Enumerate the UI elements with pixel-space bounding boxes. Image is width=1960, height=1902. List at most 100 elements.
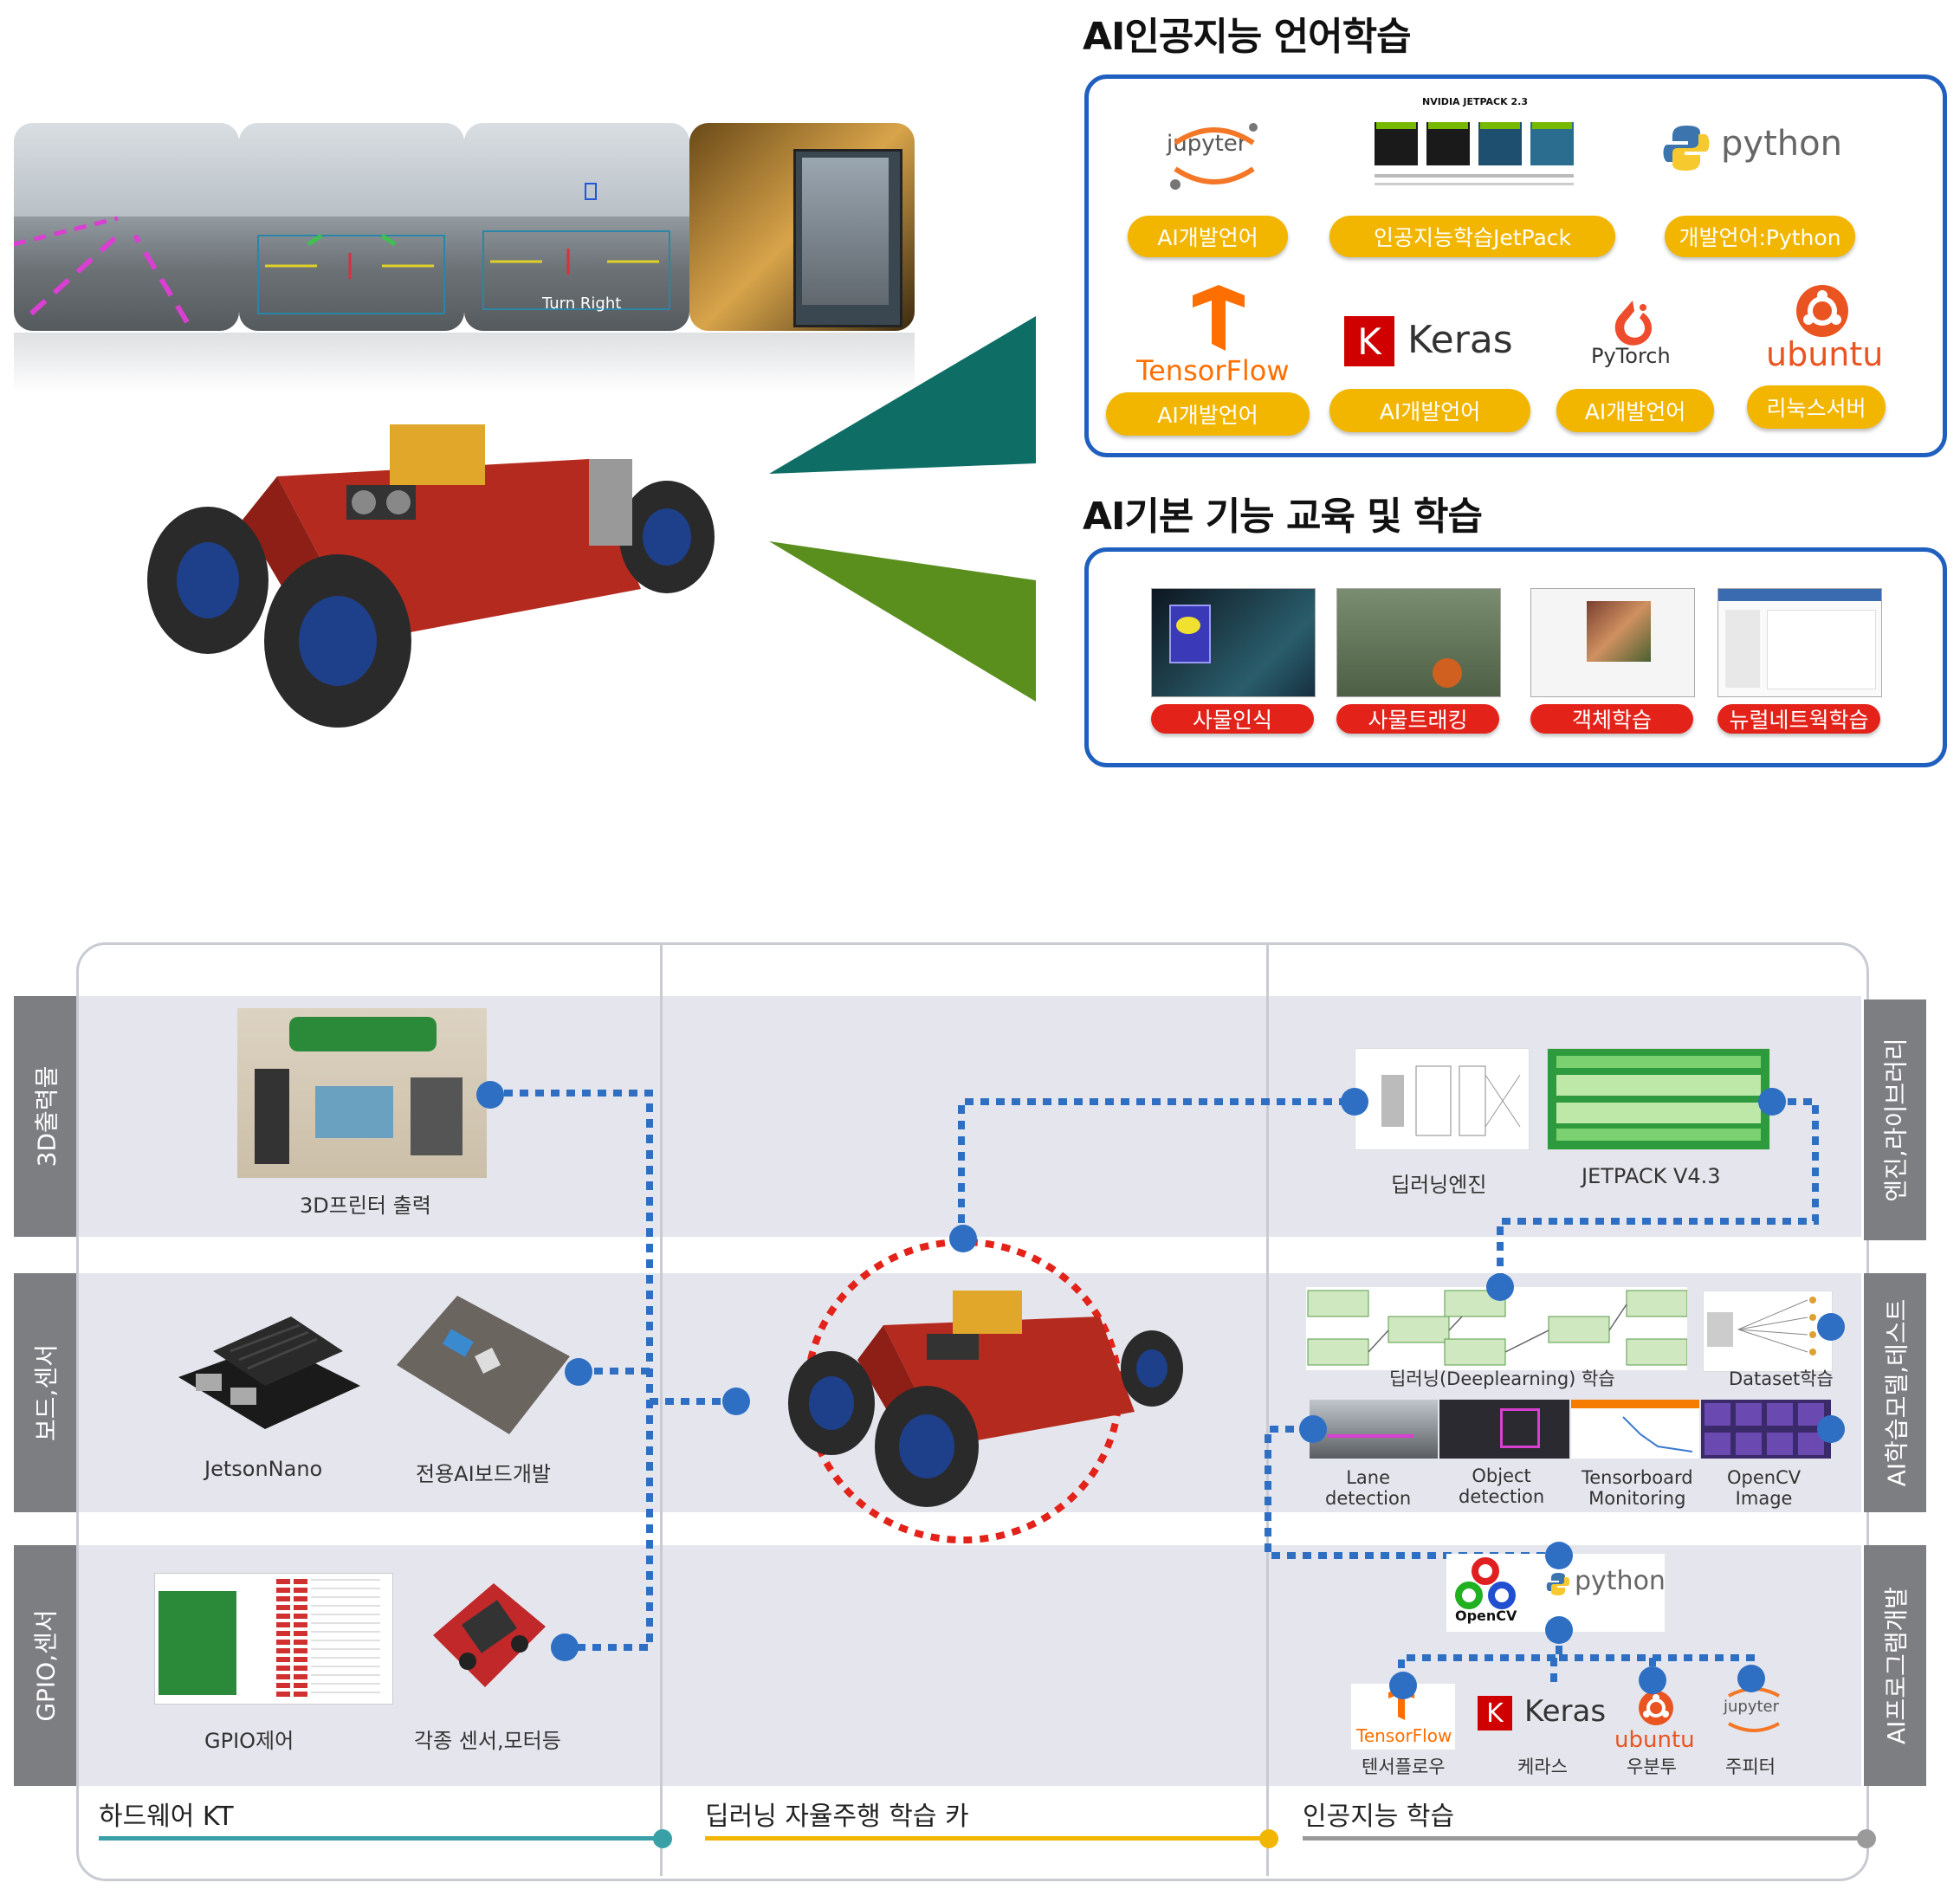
caption-jetson-nano: JetsonNano [204, 1457, 323, 1481]
ubuntu-logo: ubuntu [1766, 335, 1884, 373]
caption-jupyter-kr: 주피터 [1725, 1756, 1776, 1777]
ubuntu-circle-icon [1796, 285, 1848, 337]
road-image-4 [689, 123, 915, 331]
pill-ai-language-2: AI개발언어 [1106, 392, 1310, 436]
caption-lane-detection: Lane detection [1325, 1467, 1412, 1509]
jetson-nano-image [178, 1317, 360, 1429]
footer-ai-learning: 인공지능 학습 [1303, 1802, 1455, 1832]
jupyter-small-icon [1728, 1687, 1780, 1732]
caption-dl-engine: 딥러닝엔진 [1391, 1173, 1487, 1197]
road-image-1 [14, 123, 239, 331]
green-wedge [769, 541, 1036, 702]
deep-learning-engine-image [1355, 1048, 1530, 1150]
opencv-rings-icon [1455, 1557, 1516, 1609]
footer-hardware-kt: 하드웨어 KT [99, 1802, 234, 1832]
motor-driver-image [433, 1583, 546, 1687]
caption-tensorflow-kr: 텐서플로우 [1362, 1756, 1446, 1777]
3d-printer-parts-image [237, 1008, 487, 1178]
tensorflow-icon [1193, 285, 1245, 351]
pill-neural-network: 뉴럴네트웍학습 [1717, 704, 1880, 734]
side-tab-board-sensor: 보드,센서 [14, 1273, 76, 1512]
keras-logo: Keras [1407, 318, 1513, 362]
connector-dot-dataset [1817, 1313, 1845, 1341]
keras-small-icon: K [1478, 1696, 1512, 1731]
pill-ai-language-4: AI개발언어 [1556, 389, 1714, 432]
ai-board-image [397, 1296, 570, 1434]
python-snake-icon [1663, 126, 1710, 171]
caption-3d-printer: 3D프린터 출력 [300, 1194, 431, 1218]
jupyter-logo-bottom: jupyter [1724, 1698, 1780, 1716]
pill-object-tracking: 사물트래킹 [1336, 704, 1499, 734]
jetpack-diagram-image [1547, 1048, 1770, 1150]
lane-detection-image [1310, 1400, 1438, 1459]
python-small-icon [1546, 1573, 1570, 1595]
opencv-logo: OpenCV [1455, 1608, 1517, 1624]
turn-right-label: Turn Right [542, 294, 622, 313]
footer-dot-dl-car [1259, 1829, 1278, 1848]
footer-dot-ai [1857, 1829, 1876, 1848]
side-tab-engine-library: 엔진,라이브러리 [1864, 1000, 1926, 1240]
python-logo: python [1721, 124, 1842, 164]
tensorflow-logo-bottom: TensorFlow [1356, 1725, 1452, 1746]
road-image-2 [239, 123, 464, 331]
object-detection-image [1439, 1400, 1569, 1459]
caption-sensor-motor: 각종 센서,모터등 [414, 1729, 561, 1753]
object-learning-thumb [1530, 588, 1695, 697]
ai-basic-panel: 사물인식 사물트래킹 객체학습 뉴럴네트웍학습 [1084, 547, 1947, 767]
connector-dot-ubuntu [1639, 1666, 1666, 1694]
connector-dot-dl-flow [1486, 1273, 1514, 1301]
ai-car-illustration [147, 424, 715, 728]
caption-tensorboard: Tensorboard Monitoring [1582, 1467, 1693, 1509]
neural-network-thumb [1717, 588, 1882, 697]
caption-dataset: Dataset학습 [1729, 1368, 1834, 1389]
connector-dot-engine [1341, 1088, 1368, 1116]
connector-dot-opencv-image [1817, 1415, 1845, 1443]
caption-gpio: GPIO제어 [204, 1729, 294, 1753]
caption-dl-learning: 딥러닝(Deeplearning) 학습 [1389, 1368, 1615, 1389]
caption-ubuntu-kr: 우분투 [1627, 1756, 1677, 1777]
pill-object-recognition: 사물인식 [1151, 704, 1314, 734]
pill-ai-language-1: AI개발언어 [1128, 216, 1288, 257]
connector-dot-car-top [949, 1225, 977, 1252]
ai-language-panel: jupyter NVIDIA JETPACK 2.3 python AI개발언어… [1084, 74, 1947, 457]
pill-object-learning: 객체학습 [1530, 704, 1693, 734]
caption-keras-kr: 케라스 [1517, 1756, 1568, 1777]
tensorboard-image [1571, 1400, 1699, 1459]
footer-dl-car: 딥러닝 자율주행 학습 카 [705, 1802, 969, 1832]
ai-basic-title: AI기본 기능 교육 및 학습 [1083, 495, 1483, 539]
side-tab-gpio-sensor: GPIO,센서 [14, 1545, 76, 1786]
caption-ai-board: 전용AI보드개발 [416, 1462, 551, 1486]
column-divider-1 [660, 944, 663, 1876]
connector-dot-python [1545, 1542, 1573, 1569]
jetpack-caption: NVIDIA JETPACK 2.3 [1422, 96, 1528, 107]
connector-dot-jupyter [1737, 1665, 1765, 1692]
connector-dot-aiboard [565, 1358, 592, 1386]
connector-dot-printer [476, 1081, 504, 1109]
keras-logo-bottom: Keras [1524, 1694, 1607, 1729]
road-detection-images: Turn Right [14, 123, 915, 331]
teal-wedge [769, 316, 1036, 474]
caption-object-detection: Object detection [1459, 1465, 1545, 1507]
ubuntu-small-icon [1639, 1691, 1673, 1725]
gpio-pinout-image [154, 1573, 393, 1705]
pytorch-logo: PyTorch [1591, 344, 1671, 368]
ai-language-title: AI인공지능 언어학습 [1083, 15, 1412, 59]
road-image-3: Turn Right [464, 123, 689, 331]
footer-line-ai [1303, 1836, 1864, 1841]
caption-jetpack: JETPACK V4.3 [1582, 1164, 1721, 1188]
column-divider-2 [1266, 944, 1269, 1876]
caption-opencv-image: OpenCV Image [1727, 1467, 1802, 1509]
object-tracking-thumb [1336, 588, 1501, 697]
jetpack-modules-icon [1375, 122, 1574, 185]
pill-python: 개발언어:Python [1665, 216, 1855, 257]
python-logo-bottom: python [1575, 1566, 1666, 1596]
connector-dot-jetpack [1758, 1088, 1786, 1116]
jupyter-orbit-icon [1170, 123, 1258, 190]
dataset-image [1703, 1291, 1833, 1372]
road-image-reflection [14, 333, 915, 393]
side-tab-ai-program-dev: AI프로그램개발 [1864, 1545, 1926, 1786]
footer-dot-hardware [653, 1829, 672, 1848]
footer-line-dl-car [705, 1836, 1268, 1841]
object-recognition-thumb [1151, 588, 1316, 697]
pill-ai-language-3: AI개발언어 [1329, 389, 1530, 432]
